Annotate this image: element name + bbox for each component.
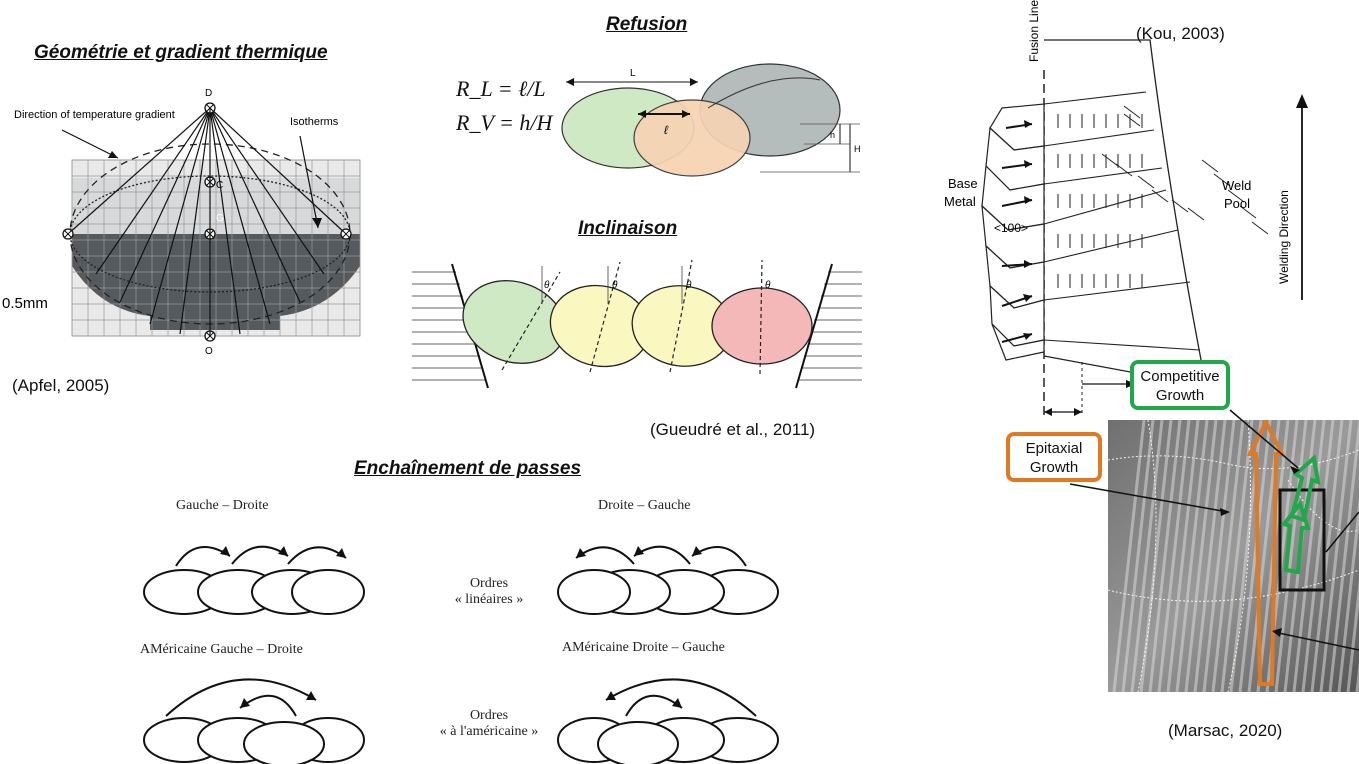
- americaine-dg-label: AMéricaine Droite – Gauche: [562, 640, 725, 655]
- callout-leaders: [1069, 409, 1300, 516]
- svg-text:θ: θ: [686, 280, 692, 291]
- thermal-gradient-diagram: Direction of temperature gradient Isothe…: [2, 88, 361, 357]
- isotherms-label: Isotherms: [290, 116, 339, 128]
- droite-gauche-label: Droite – Gauche: [598, 498, 691, 513]
- micrograph-image: [1108, 420, 1359, 692]
- refusion-diagram: L ℓ h H: [561, 63, 861, 177]
- geometry-title: Géométrie et gradient thermique: [34, 42, 328, 63]
- kou-citation: (Kou, 2003): [1136, 24, 1225, 43]
- bead-2: [633, 99, 751, 177]
- base-metal-label-1: Base: [948, 176, 978, 191]
- svg-text:ℓ: ℓ: [664, 123, 669, 137]
- point-o-label: O: [205, 346, 213, 357]
- svg-text:θ: θ: [612, 280, 618, 291]
- seq-americaine-dg: [557, 678, 779, 764]
- seq-linear-dg: [557, 545, 779, 615]
- gauche-droite-label: Gauche – Droite: [176, 498, 269, 513]
- apfel-citation: (Apfel, 2005): [12, 376, 110, 395]
- weld-pool-label-1: Weld: [1222, 178, 1251, 193]
- marsac-citation: (Marsac, 2020): [1168, 721, 1283, 740]
- gueudre-citation: (Gueudré et al., 2011): [650, 420, 816, 439]
- fusion-line-label: Fusion Line: [1027, 0, 1041, 62]
- svg-text:H: H: [854, 144, 861, 154]
- svg-text:θ: θ: [765, 280, 771, 291]
- seq-linear-gd: [143, 545, 365, 615]
- epitaxial-growth-diagram: Fusion Line <100> Base Metal: [944, 0, 1308, 418]
- base-metal-label-2: Metal: [944, 194, 976, 209]
- inclinaison-title: Inclinaison: [578, 218, 678, 239]
- formula-rl: R_L = ℓ/L: [456, 76, 546, 101]
- epitaxial-growth-callout: Epitaxial Growth: [1006, 432, 1102, 482]
- inclinaison-diagram: θ θ θ θ: [412, 259, 862, 389]
- direction-label: Direction of temperature gradient: [14, 109, 175, 121]
- point-g-label: G: [216, 213, 224, 224]
- welding-direction-label: Welding Direction: [1277, 190, 1291, 284]
- point-d-label: D: [205, 88, 212, 99]
- ordres-lineaires-label: Ordres « linéaires »: [454, 576, 524, 607]
- weld-pool-label-2: Pool: [1224, 196, 1250, 211]
- svg-text:L: L: [630, 68, 636, 79]
- formula-rv: R_V = h/H: [456, 110, 553, 135]
- ordres-americaine-label: Ordres « à l'américaine »: [439, 708, 539, 739]
- svg-text:h: h: [830, 130, 835, 140]
- epitaxial-arrow: [1246, 420, 1286, 686]
- point-c-label: C: [216, 180, 223, 191]
- orientation-label: <100>: [994, 221, 1028, 235]
- seq-americaine-gd: [143, 678, 365, 764]
- competitive-growth-callout: Competitive Growth: [1130, 360, 1230, 410]
- scale-label: 0.5mm: [2, 295, 48, 312]
- americaine-gd-label: AMéricaine Gauche – Droite: [140, 642, 303, 657]
- enchainement-title: Enchaînement de passes: [354, 458, 582, 479]
- refusion-title: Refusion: [606, 14, 688, 35]
- svg-text:θ: θ: [544, 280, 550, 291]
